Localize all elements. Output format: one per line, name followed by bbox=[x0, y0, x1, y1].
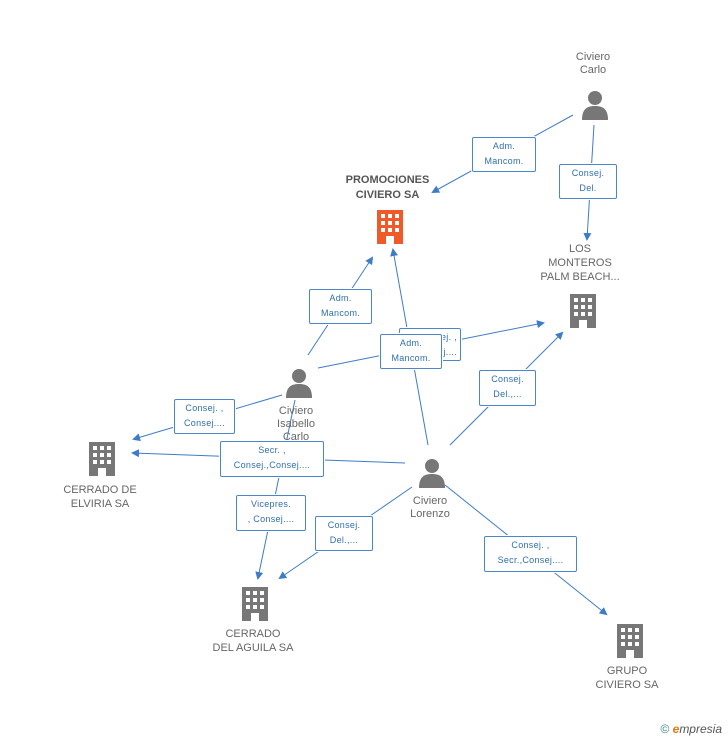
relation-text: Mancom. bbox=[320, 308, 361, 318]
edge-isabello-aguila bbox=[255, 399, 296, 580]
relation-text: Adm. bbox=[329, 293, 352, 303]
company-name-elviria[interactable]: CERRADO DE ELVIRIA SA bbox=[50, 483, 150, 511]
person-name-line: Isabello bbox=[277, 418, 315, 430]
relation-label-isabello-aguila[interactable]: Vicepres. , Consej.... bbox=[236, 495, 306, 531]
relation-text: Consej. , bbox=[511, 540, 550, 550]
building-icon[interactable] bbox=[86, 440, 118, 476]
relation-text: Mancom. bbox=[391, 353, 431, 363]
relation-text: Del.,... bbox=[493, 389, 522, 399]
building-icon[interactable] bbox=[567, 292, 599, 328]
company-name-monteros[interactable]: LOS MONTEROS PALM BEACH... bbox=[530, 242, 630, 284]
relation-label-lorenzo-promociones[interactable]: Adm. Mancom. bbox=[380, 334, 442, 369]
relation-text: Consej. bbox=[571, 168, 605, 178]
company-name-line: GRUPO bbox=[606, 665, 648, 677]
relation-text: Secr.,Consej.... bbox=[497, 555, 564, 565]
company-name-line: PALM BEACH... bbox=[540, 271, 620, 283]
person-name-line: Carlo bbox=[579, 64, 607, 76]
relation-label-lorenzo-aguila[interactable]: Consej. Del.,... bbox=[315, 516, 373, 551]
relation-text: Adm. bbox=[492, 141, 516, 151]
company-name-line: CIVIERO SA bbox=[595, 679, 659, 691]
relation-text: Del. bbox=[579, 183, 597, 193]
person-name-isabello[interactable]: Civiero Isabello Carlo bbox=[260, 405, 332, 441]
relation-text: Consej. bbox=[491, 374, 524, 384]
copyright-icon: © bbox=[660, 722, 670, 736]
person-name-line: Civiero bbox=[575, 51, 611, 63]
relation-text: Adm. bbox=[399, 338, 423, 348]
building-icon[interactable] bbox=[239, 585, 271, 621]
person-name-line: Lorenzo bbox=[410, 508, 450, 520]
relation-text: Consej. bbox=[327, 520, 361, 530]
person-name-line: Civiero bbox=[412, 495, 448, 507]
empresia-copyright[interactable]: © empresia bbox=[660, 722, 722, 736]
person-icon[interactable] bbox=[581, 90, 609, 120]
relation-text: Del.,... bbox=[329, 535, 359, 545]
company-name-line: CIVIERO SA bbox=[355, 189, 420, 201]
company-name-line: DEL AGUILA SA bbox=[212, 642, 294, 654]
relation-label-lorenzo-grupo[interactable]: Consej. , Secr.,Consej.... bbox=[484, 536, 577, 572]
company-name-line: CERRADO DE bbox=[63, 484, 137, 496]
brand-logo-e: e bbox=[672, 722, 680, 736]
relation-text: Consej.... bbox=[183, 418, 226, 428]
relation-label-lorenzo-monteros[interactable]: Consej. Del.,... bbox=[479, 370, 536, 406]
company-name-aguila[interactable]: CERRADO DEL AGUILA SA bbox=[198, 627, 308, 655]
relation-text: , Consej.... bbox=[247, 514, 295, 524]
person-icon[interactable] bbox=[285, 368, 313, 398]
person-name-carlo[interactable]: Civiero Carlo bbox=[563, 51, 623, 77]
building-icon[interactable] bbox=[614, 622, 646, 658]
company-name-line: MONTEROS bbox=[548, 257, 612, 269]
relation-label-lorenzo-elviria[interactable]: Secr. , Consej.,Consej.... bbox=[220, 441, 324, 477]
company-name-line: PROMOCIONES bbox=[345, 174, 430, 186]
relation-text: Consej. , bbox=[185, 403, 224, 413]
person-name-line: Carlo bbox=[282, 431, 310, 441]
person-name-lorenzo[interactable]: Civiero Lorenzo bbox=[398, 495, 462, 521]
relation-text: Secr. , bbox=[258, 445, 286, 455]
relation-text: Mancom. bbox=[484, 156, 524, 166]
relation-text: Consej.,Consej.... bbox=[233, 460, 311, 470]
relation-label-carlo-monteros[interactable]: Consej. Del. bbox=[559, 164, 617, 199]
company-name-line: LOS bbox=[568, 243, 591, 255]
building-icon-highlighted[interactable] bbox=[374, 208, 406, 244]
person-name-line: Civiero bbox=[278, 405, 314, 417]
company-name-grupo[interactable]: GRUPO CIVIERO SA bbox=[582, 664, 672, 692]
relation-label-isabello-elviria[interactable]: Consej. , Consej.... bbox=[174, 399, 235, 434]
company-name-promociones[interactable]: PROMOCIONES CIVIERO SA bbox=[330, 173, 445, 203]
company-name-line: ELVIRIA SA bbox=[70, 498, 130, 510]
relation-text: Vicepres. bbox=[250, 499, 292, 509]
relation-label-isabello-promociones[interactable]: Adm. Mancom. bbox=[309, 289, 372, 324]
brand-logo-text: mpresia bbox=[679, 722, 722, 736]
relation-label-carlo-promociones[interactable]: Adm. Mancom. bbox=[472, 137, 536, 172]
company-name-line: CERRADO bbox=[225, 628, 281, 640]
person-icon[interactable] bbox=[418, 458, 446, 488]
